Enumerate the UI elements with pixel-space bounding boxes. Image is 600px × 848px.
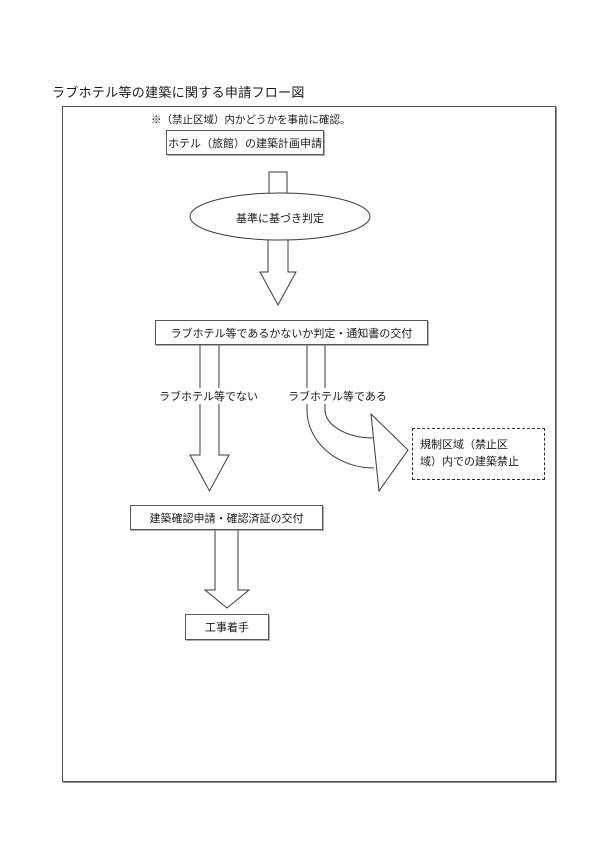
construction-prohibited-line1: 規制区域（禁止区	[420, 439, 508, 451]
node-construction-start: 工事着手	[185, 614, 269, 640]
curved-arrow-head	[370, 412, 409, 493]
node-building-plan-application: ホテル（旅館）の建築計画申請	[166, 130, 324, 155]
flow-frame	[62, 106, 556, 782]
node-building-confirmation: 建築確認申請・確認済証の交付	[130, 505, 323, 530]
curved-arrow-outer-edge	[306, 345, 375, 469]
page-title: ラブホテル等の建築に関する申請フロー図	[52, 85, 305, 100]
node-determination-and-notice: ラブホテル等であるかないか判定・通知書の交付	[155, 320, 428, 345]
curved-arrow-inner-edge	[324, 345, 375, 439]
branch-label-is-love-hotel: ラブホテル等である	[285, 388, 390, 404]
branch-label-not-love-hotel: ラブホテル等でない	[156, 388, 261, 404]
arrow-branch-left-down	[189, 345, 230, 493]
decision-ellipse-shape	[189, 192, 371, 241]
node-construction-prohibited: 規制区域（禁止区 域）内での建築禁止	[412, 428, 545, 480]
arrow-decision-to-judgment	[259, 232, 297, 307]
arrow-confirmation-to-construction	[203, 530, 251, 609]
precheck-note: ※（禁止区域）内かどうかを事前に確認。	[151, 114, 351, 126]
construction-prohibited-line2: 域）内での建築禁止	[420, 456, 519, 468]
node-judgment-by-criteria-label: 基準に基づき判定	[236, 213, 324, 225]
